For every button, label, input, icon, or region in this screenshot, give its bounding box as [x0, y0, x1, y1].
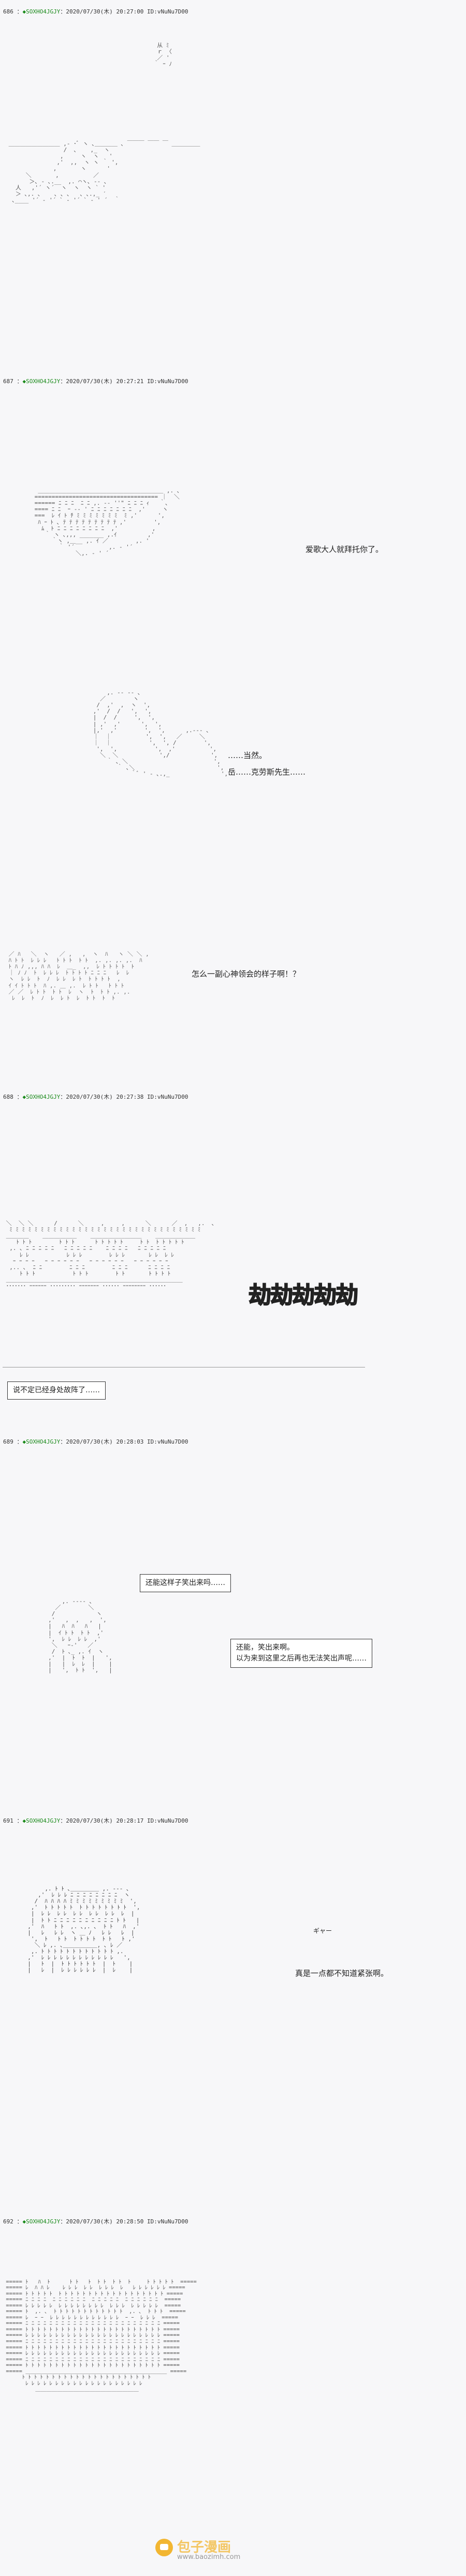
- narration-box: 说不定已经身处故阵了……: [7, 1381, 106, 1400]
- speech-box: 还能这样子笑出来吗……: [140, 1574, 231, 1592]
- post-header: 689 ：◆SOXHO4JGJY：2020/07/30(木) 20:28:03 …: [3, 1438, 188, 1445]
- site-url: www.baozimh.com: [177, 2553, 241, 2561]
- dialog-text: ……当然。: [228, 751, 267, 760]
- post-header: 688 ：◆SOXHO4JGJY：2020/07/30(木) 20:27:38 …: [3, 1094, 188, 1100]
- dialog-text: 真是一点都不知道紧张啊。: [295, 1969, 389, 1978]
- post-691: 691 ：◆SOXHO4JGJY：2020/07/30(木) 20:28:17 …: [0, 1812, 466, 2211]
- post-header: 687 ：◆SOXHO4JGJY：2020/07/30(木) 20:27:21 …: [3, 378, 188, 385]
- dialog-text: 爱歌大人就拜托你了。: [305, 545, 384, 554]
- post-header: 686 ：◆SOXHO4JGJY：2020/07/30(木) 20:27:00 …: [3, 8, 188, 15]
- ascii-art-laughing-girl: ,. ﾄ ﾄ ､＿＿＿＿＿ ,. -‐‐ ､ ,' ﾚ ﾚ ﾚ ﾆ ﾆ ﾆ ﾆ …: [27, 1885, 140, 1974]
- ascii-art-speed-lines: ＼ ＼ ＼ / ＼ , , ＼ ／ , ,. ､ ﾐ ﾐ ﾐ ﾐ ﾐ ﾐ ﾐ ﾐ…: [6, 1220, 215, 1290]
- ascii-art-face-sketch: ,. -‐ ‐- ､ ／ ヽ / ,' , ヽ ', ,' / / ', ', …: [93, 689, 228, 778]
- post-header: 691 ：◆SOXHO4JGJY：2020/07/30(木) 20:28:17 …: [3, 1817, 188, 1824]
- sfx-text: ギャー: [313, 1927, 332, 1934]
- sfx-lettering: 劫劫劫劫劫: [248, 1282, 359, 1309]
- ascii-art-grid-faces: ／ ﾊ ＼ ヽ ／ , , ヽ ﾊ ヽ ＼ ＼ , ﾊ ﾄ ﾄ ﾚ ﾚ ﾚ ﾄ …: [8, 951, 149, 1001]
- ascii-art-smiling-figure: ,. -‐‐- ､ ／ ＼ / ヽ ,' , , , ', | ﾊ ﾊ ﾊ | …: [48, 1598, 112, 1674]
- speech-line: 还能，笑出来啊。: [236, 1643, 294, 1652]
- post-687: 687 ：◆SOXHO4JGJY：2020/07/30(木) 20:27:21 …: [0, 373, 466, 1082]
- post-689: 689 ：◆SOXHO4JGJY：2020/07/30(木) 20:28:03 …: [0, 1429, 466, 1812]
- post-686: 686 ：◆SOXHO4JGJY：2020/07/30(木) 20:27:00 …: [0, 0, 466, 373]
- dialog-text: 怎么一副心神领会的样子啊！？: [192, 969, 301, 979]
- dialog-text: 岳……克劳斯先生……: [228, 767, 306, 777]
- speech-line: 以为来到这里之后再也无法笑出声呢……: [236, 1654, 367, 1663]
- post-header: 692 ：◆SOXHO4JGJY：2020/07/30(木) 20:28:50 …: [3, 2218, 188, 2225]
- site-name: 包子漫画: [177, 2540, 231, 2555]
- ascii-art-handshake: ＿＿＿＿＿＿＿＿＿ ,- ･ﾞ ヽ ､＿＿＿＿ ､ ￣￣￣ ￣￣ ￣ ＿＿＿＿＿…: [8, 140, 200, 203]
- speech-box: 还能，笑出来啊。 以为来到这里之后再也无法笑出声呢……: [230, 1639, 372, 1668]
- site-watermark: 包子漫画 www.baozimh.com: [155, 2535, 311, 2566]
- post-688: 688 ：◆SOXHO4JGJY：2020/07/30(木) 20:27:38 …: [0, 1082, 466, 1429]
- post-692: 692 ：◆SOXHO4JGJY：2020/07/30(木) 20:28:50 …: [0, 2211, 466, 2576]
- ascii-art-bowing-figure: ＿＿＿＿＿＿＿＿＿＿＿＿＿＿＿＿＿＿＿＿＿＿ ,. ､ ============…: [34, 487, 180, 557]
- bun-logo-icon: [155, 2539, 173, 2556]
- ascii-art-dense-scene: ===== ﾄ ﾊ ﾄ ﾄ ﾄ ﾄ ﾄ ﾄ ﾄ ﾄ ﾄ ﾄ ﾄ ﾄ ﾄ ﾄ ==…: [6, 2278, 197, 2393]
- ascii-art-hand: 从 ﾐ ｒ 〈 ／ ' ｀ ｰ ﾉ: [153, 42, 172, 68]
